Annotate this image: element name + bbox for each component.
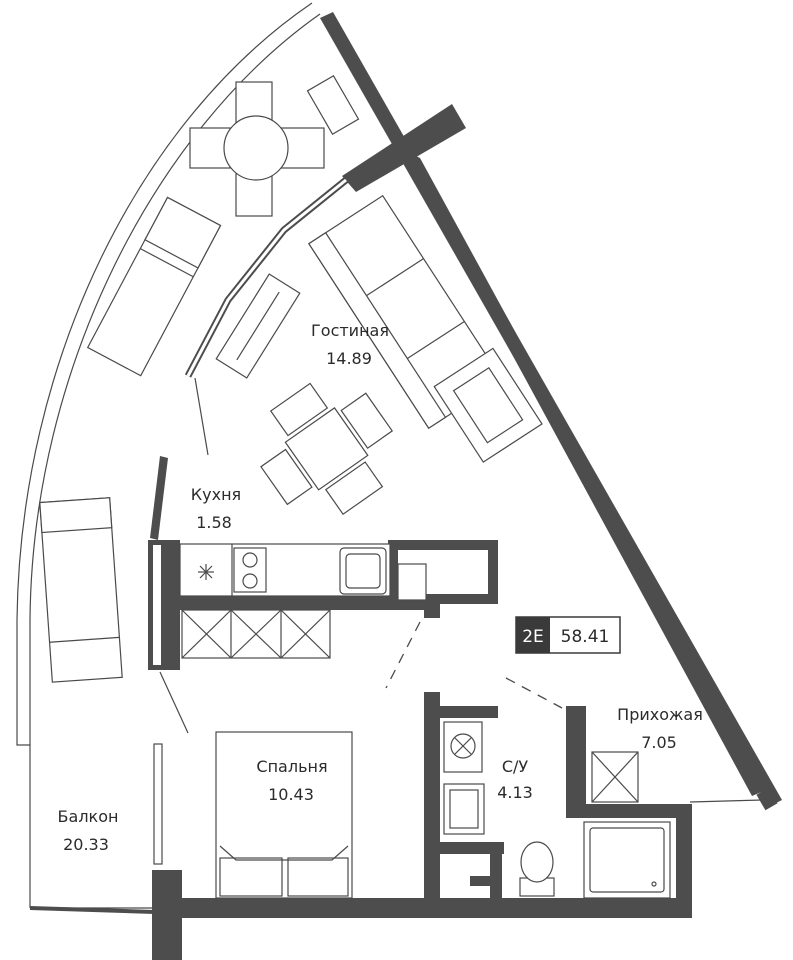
storage-cabinets [181,609,331,659]
room-area-living: 14.89 [326,349,372,368]
badge-type: 2Е [522,627,544,647]
apartment-badge: 2Е 58.41 [515,616,621,654]
kitchen-counter [148,540,498,670]
room-name-bathroom: С/У [502,757,529,776]
exterior-wall [320,12,782,811]
balcony-lounger-top [86,196,222,377]
room-area-hallway: 7.05 [641,733,677,752]
room-labels: Гостиная 14.89 Кухня 1.58 Спальня 10.43 … [58,321,703,854]
tv-unit [215,273,301,379]
room-area-bathroom: 4.13 [497,783,533,802]
door-swings [385,621,563,709]
hallway-wardrobe [591,751,639,803]
kitchen-hood-icon [198,564,214,580]
room-name-hallway: Прихожая [617,705,703,724]
window-kitchen [150,456,189,734]
balcony-lounger-bottom [39,497,123,683]
bathroom-fixtures [443,721,671,899]
bathroom-walls [424,692,692,918]
room-name-living: Гостиная [311,321,389,340]
dining-set [260,382,394,516]
room-name-kitchen: Кухня [191,485,241,504]
balcony-railing [16,2,321,914]
room-name-bedroom: Спальня [256,757,327,776]
toilet-icon [519,841,555,897]
room-area-balcony: 20.33 [63,835,109,854]
balcony-dining-set [189,75,360,217]
room-name-balcony: Балкон [58,807,119,826]
room-area-kitchen: 1.58 [196,513,232,532]
room-area-bedroom: 10.43 [268,785,314,804]
shower-tray [583,821,671,899]
bedroom [152,731,692,960]
window-glazing [184,177,349,456]
badge-total-area: 58.41 [561,627,610,647]
sofa [308,194,543,463]
